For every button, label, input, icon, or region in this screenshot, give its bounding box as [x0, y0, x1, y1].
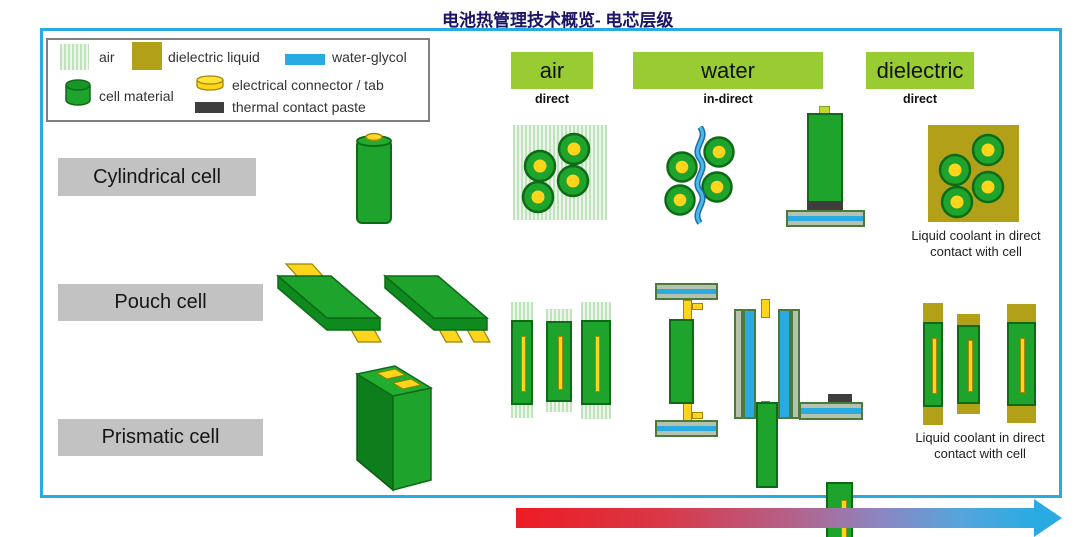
cell-material-swatch	[65, 79, 91, 106]
pouch-tab-icon	[284, 263, 325, 277]
air-cooled-cylindrical-top-view	[513, 125, 607, 220]
thermal-paste-layer	[807, 201, 843, 210]
column-header-dielectric: dielectric	[866, 52, 974, 89]
connector-tab-top-arm	[692, 303, 703, 310]
prismatic-terminal-icon	[375, 368, 407, 380]
thermal-paste-swatch	[195, 102, 224, 113]
water-glycol-swatch	[285, 54, 325, 65]
column-mode-air: direct	[534, 92, 570, 106]
column-header-water: water	[633, 52, 823, 89]
dielectric-cooled-pouch-cell-1	[923, 303, 943, 425]
cylindrical-cell-illustration	[356, 132, 392, 224]
row-label-cylindrical-cell: Cylindrical cell	[58, 158, 256, 196]
connector-tab-bottom-arm	[692, 412, 703, 419]
cylindrical-cell-body	[807, 113, 843, 203]
dielectric-cooled-pouch-cell-3	[1007, 304, 1036, 423]
cold-plate-top	[655, 283, 718, 300]
air-cooled-pouch-cell-2	[546, 309, 572, 412]
temperature-gradient-arrow-bar	[516, 508, 1034, 528]
legend: air dielectric liquid water-glycol cell …	[46, 38, 430, 122]
legend-label-water-glycol: water-glycol	[332, 49, 407, 65]
prismatic-cell-illustration	[354, 365, 434, 492]
water-tab-cooled-pouch-cell	[669, 319, 694, 404]
row-label-prismatic-cell: Prismatic cell	[58, 419, 263, 456]
note-dielectric-pouch: Liquid coolant in direct contact with ce…	[915, 430, 1045, 462]
temperature-gradient-arrow-head	[1034, 499, 1062, 537]
water-tube-cylindrical-top-view	[664, 126, 735, 225]
side-plate-gray-left	[734, 309, 743, 419]
water-sandwiched-pouch-cell	[756, 402, 778, 488]
connector-tab-top	[683, 300, 692, 321]
cylindrical-cell-on-cold-plate	[786, 106, 866, 228]
cold-plate-bottom	[799, 402, 863, 420]
note-dielectric-cylindrical: Liquid coolant in direct contact with ce…	[911, 228, 1041, 260]
legend-label-dielectric-liquid: dielectric liquid	[168, 49, 260, 65]
cylindrical-cells-top-view-icon	[521, 132, 591, 214]
air-cooled-pouch-cell-3	[581, 302, 611, 419]
air-cooled-pouch-cell-1	[511, 302, 533, 418]
connector-tab-bottom	[683, 402, 692, 422]
side-plate-coolant-left	[743, 309, 756, 419]
connector-tab-top	[761, 299, 770, 318]
dielectric-bath-cylindrical-top-view	[928, 125, 1019, 222]
electrical-connector-swatch	[196, 75, 224, 91]
column-mode-water: in-direct	[703, 92, 753, 106]
air-hatch-swatch	[60, 44, 89, 70]
pouch-cells-illustration	[275, 263, 492, 343]
cold-plate	[786, 210, 865, 227]
side-plate-coolant-right	[778, 309, 791, 419]
cold-plate-bottom	[655, 420, 718, 437]
dielectric-cooled-pouch-cell-2	[957, 314, 980, 414]
thermal-paste-layer	[828, 394, 852, 403]
dielectric-liquid-swatch	[132, 42, 162, 70]
legend-label-air: air	[99, 49, 115, 65]
legend-label-cell-material: cell material	[99, 88, 174, 104]
cylindrical-cells-top-view-icon	[938, 133, 1005, 219]
side-plate-gray-right	[791, 309, 800, 419]
page-title: 电池热管理技术概览- 电芯层级	[442, 11, 674, 30]
column-header-air: air	[511, 52, 593, 89]
legend-label-thermal-paste: thermal contact paste	[232, 99, 366, 115]
row-label-pouch-cell: Pouch cell	[58, 284, 263, 321]
column-mode-dielectric: direct	[902, 92, 938, 106]
legend-label-electrical-connector: electrical connector / tab	[232, 77, 384, 93]
